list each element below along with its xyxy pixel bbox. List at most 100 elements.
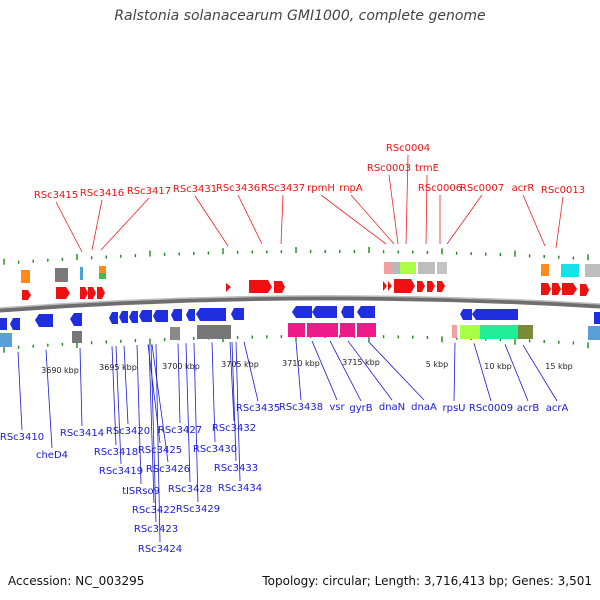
gene-arrow[interactable] bbox=[460, 309, 472, 320]
feature-box[interactable] bbox=[99, 266, 106, 273]
gene-arrow[interactable] bbox=[249, 280, 272, 293]
gene-arrow[interactable] bbox=[312, 306, 337, 318]
gene-arrow[interactable] bbox=[472, 309, 518, 320]
gene-arrow[interactable] bbox=[186, 309, 195, 321]
gene-label-RSc3438[interactable]: RSc3438 bbox=[279, 402, 323, 413]
gene-arrow[interactable] bbox=[56, 287, 70, 299]
feature-box[interactable] bbox=[400, 262, 416, 274]
gene-arrow[interactable] bbox=[0, 318, 7, 330]
gene-label-RSc3435[interactable]: RSc3435 bbox=[236, 403, 280, 414]
gene-label-RSc3432[interactable]: RSc3432 bbox=[212, 423, 256, 434]
gene-label-dnaN[interactable]: dnaN bbox=[379, 402, 405, 413]
gene-label-RSc3414[interactable]: RSc3414 bbox=[60, 428, 104, 439]
gene-label-RSc3420[interactable]: RSc3420 bbox=[106, 426, 150, 437]
gene-arrow[interactable] bbox=[22, 290, 31, 300]
gene-arrow[interactable] bbox=[594, 312, 600, 324]
gene-label-rpsU[interactable]: rpsU bbox=[443, 403, 466, 414]
feature-box[interactable] bbox=[541, 264, 549, 276]
gene-arrow[interactable] bbox=[437, 281, 445, 292]
gene-label-RSc0004[interactable]: RSc0004 bbox=[386, 143, 430, 154]
gene-label-acrB[interactable]: acrB bbox=[517, 403, 540, 414]
gene-arrow[interactable] bbox=[196, 308, 226, 321]
feature-box[interactable] bbox=[340, 323, 355, 337]
gene-arrow[interactable] bbox=[88, 287, 96, 299]
gene-label-RSc3424[interactable]: RSc3424 bbox=[138, 544, 182, 555]
feature-box[interactable] bbox=[452, 325, 457, 338]
gene-label-RSc3437[interactable]: RSc3437 bbox=[261, 183, 305, 194]
gene-label-acrA[interactable]: acrA bbox=[546, 403, 569, 414]
gene-arrow[interactable] bbox=[109, 312, 118, 324]
gene-arrow[interactable] bbox=[427, 281, 435, 292]
gene-label-RSc3434[interactable]: RSc3434 bbox=[218, 483, 262, 494]
gene-arrow[interactable] bbox=[129, 311, 138, 323]
gene-arrow[interactable] bbox=[388, 281, 392, 291]
gene-label-RSc0009[interactable]: RSc0009 bbox=[469, 403, 513, 414]
gene-label-RSc3433[interactable]: RSc3433 bbox=[214, 463, 258, 474]
feature-box[interactable] bbox=[460, 325, 480, 339]
feature-box[interactable] bbox=[561, 264, 579, 277]
gene-label-acrR[interactable]: acrR bbox=[512, 183, 535, 194]
feature-box[interactable] bbox=[99, 273, 106, 279]
gene-label-RSc3410[interactable]: RSc3410 bbox=[0, 432, 44, 443]
gene-arrow[interactable] bbox=[35, 314, 53, 327]
gene-label-RSc3422[interactable]: RSc3422 bbox=[132, 505, 176, 516]
gene-arrow[interactable] bbox=[171, 309, 182, 321]
gene-label-RSc3419[interactable]: RSc3419 bbox=[99, 466, 143, 477]
feature-box[interactable] bbox=[72, 331, 82, 343]
gene-label-RSc0007[interactable]: RSc0007 bbox=[460, 183, 504, 194]
gene-arrow[interactable] bbox=[139, 310, 152, 322]
gene-arrow[interactable] bbox=[357, 306, 375, 318]
gene-label-RSc3436[interactable]: RSc3436 bbox=[216, 183, 260, 194]
gene-arrow[interactable] bbox=[580, 284, 589, 296]
gene-label-RSc3418[interactable]: RSc3418 bbox=[94, 447, 138, 458]
feature-box[interactable] bbox=[357, 323, 376, 337]
gene-label-RSc3426[interactable]: RSc3426 bbox=[146, 464, 190, 475]
gene-label-RSc3423[interactable]: RSc3423 bbox=[134, 524, 178, 535]
gene-arrow[interactable] bbox=[562, 283, 577, 295]
gene-arrow[interactable] bbox=[10, 318, 20, 330]
gene-arrow[interactable] bbox=[274, 281, 285, 293]
gene-label-RSc3415[interactable]: RSc3415 bbox=[34, 190, 78, 201]
gene-label-gyrB[interactable]: gyrB bbox=[349, 403, 372, 414]
feature-box[interactable] bbox=[418, 262, 435, 274]
gene-label-RSc3425[interactable]: RSc3425 bbox=[138, 445, 182, 456]
gene-label-RSc0006[interactable]: RSc0006 bbox=[418, 183, 462, 194]
feature-box[interactable] bbox=[384, 262, 392, 274]
feature-box[interactable] bbox=[307, 323, 338, 337]
feature-box[interactable] bbox=[0, 333, 12, 347]
gene-arrow[interactable] bbox=[394, 279, 415, 293]
gene-label-RSc3429[interactable]: RSc3429 bbox=[176, 504, 220, 515]
gene-arrow[interactable] bbox=[119, 311, 128, 323]
feature-box[interactable] bbox=[585, 264, 600, 277]
gene-label-RSc3416[interactable]: RSc3416 bbox=[80, 188, 124, 199]
gene-label-cheD4[interactable]: cheD4 bbox=[36, 450, 68, 461]
feature-box[interactable] bbox=[55, 268, 68, 282]
gene-label-RSc3430[interactable]: RSc3430 bbox=[193, 444, 237, 455]
feature-box[interactable] bbox=[197, 325, 231, 339]
gene-label-RSc3428[interactable]: RSc3428 bbox=[168, 484, 212, 495]
gene-label-rpmH[interactable]: rpmH bbox=[307, 183, 335, 194]
gene-label-RSc3417[interactable]: RSc3417 bbox=[127, 186, 171, 197]
gene-arrow[interactable] bbox=[153, 310, 168, 322]
gene-arrow[interactable] bbox=[226, 283, 231, 292]
gene-arrow[interactable] bbox=[541, 283, 551, 295]
feature-box[interactable] bbox=[518, 325, 533, 339]
gene-arrow[interactable] bbox=[383, 281, 387, 291]
gene-label-trmE[interactable]: trmE bbox=[415, 163, 439, 174]
gene-label-RSc0013[interactable]: RSc0013 bbox=[541, 185, 585, 196]
gene-label-tISRso9[interactable]: tISRso9 bbox=[122, 486, 160, 497]
gene-label-RSc3427[interactable]: RSc3427 bbox=[158, 425, 202, 436]
gene-label-RSc3431[interactable]: RSc3431 bbox=[173, 184, 217, 195]
gene-arrow[interactable] bbox=[552, 283, 561, 295]
feature-box[interactable] bbox=[480, 325, 518, 339]
feature-box[interactable] bbox=[80, 267, 83, 280]
feature-box[interactable] bbox=[170, 327, 180, 340]
gene-arrow[interactable] bbox=[231, 308, 244, 320]
gene-label-vsr[interactable]: vsr bbox=[329, 402, 345, 413]
gene-arrow[interactable] bbox=[292, 306, 312, 318]
feature-box[interactable] bbox=[588, 326, 600, 340]
gene-arrow[interactable] bbox=[97, 287, 105, 299]
feature-box[interactable] bbox=[392, 262, 400, 274]
gene-label-dnaA[interactable]: dnaA bbox=[411, 402, 437, 413]
feature-box[interactable] bbox=[21, 270, 30, 283]
